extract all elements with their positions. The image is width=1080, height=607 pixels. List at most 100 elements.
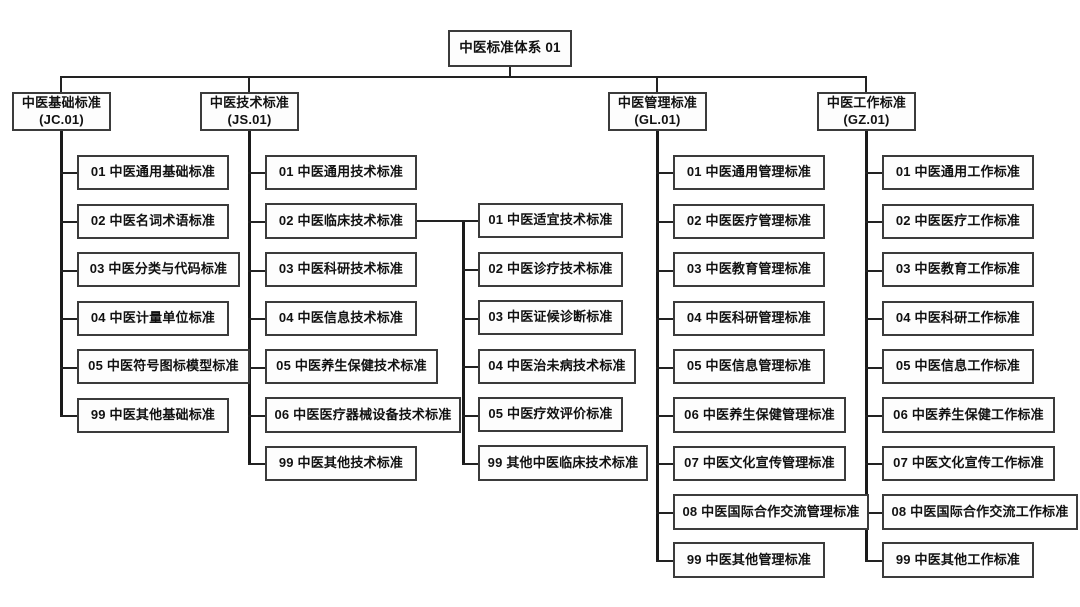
leaf-js-1-label: 01 中医通用技术标准 (278, 164, 404, 180)
leaf-gl-5[interactable]: 05 中医信息管理标准 (673, 349, 825, 384)
connector-js-5 (248, 367, 265, 369)
connector-gl-7 (656, 463, 673, 465)
branch-node-js[interactable]: 中医技术标准 (JS.01) (200, 92, 299, 131)
connector-gl-1 (656, 172, 673, 174)
leaf-gz-9[interactable]: 99 中医其他工作标准 (882, 542, 1034, 578)
connector-gz-2 (865, 221, 882, 223)
leaf-js-3[interactable]: 03 中医科研技术标准 (265, 252, 417, 287)
connector-gz-6 (865, 415, 882, 417)
leaf-jc-6-label: 99 中医其他基础标准 (90, 407, 216, 423)
leaf-gl-1-label: 01 中医通用管理标准 (686, 164, 812, 180)
leaf-sub-4[interactable]: 04 中医治未病技术标准 (478, 349, 636, 384)
leaf-jc-3[interactable]: 03 中医分类与代码标准 (77, 252, 240, 287)
leaf-gz-3[interactable]: 03 中医教育工作标准 (882, 252, 1034, 287)
leaf-js-5-label: 05 中医养生保健技术标准 (276, 358, 427, 374)
leaf-gl-8-label: 08 中医国际合作交流管理标准 (682, 503, 860, 519)
leaf-js-7[interactable]: 99 中医其他技术标准 (265, 446, 417, 481)
leaf-sub-2-label: 02 中医诊疗技术标准 (488, 261, 613, 277)
connector-gl-5 (656, 367, 673, 369)
connector-sub-5 (462, 415, 478, 417)
spine-gl (656, 131, 659, 560)
leaf-gl-3[interactable]: 03 中医教育管理标准 (673, 252, 825, 287)
leaf-gz-6[interactable]: 06 中医养生保健工作标准 (882, 397, 1055, 433)
branch-node-gz[interactable]: 中医工作标准 (GZ.01) (817, 92, 916, 131)
leaf-gl-9[interactable]: 99 中医其他管理标准 (673, 542, 825, 578)
leaf-js-6[interactable]: 06 中医医疗器械设备技术标准 (265, 397, 461, 433)
leaf-gz-8[interactable]: 08 中医国际合作交流工作标准 (882, 494, 1078, 530)
spine-gz (865, 131, 868, 560)
connector-js2-to-subspine (417, 220, 465, 222)
leaf-gl-7-label: 07 中医文化宣传管理标准 (684, 455, 835, 471)
leaf-sub-2[interactable]: 02 中医诊疗技术标准 (478, 252, 623, 287)
connector-sub-3 (462, 318, 478, 320)
spine-js (248, 131, 251, 463)
leaf-js-4[interactable]: 04 中医信息技术标准 (265, 301, 417, 336)
leaf-gl-6[interactable]: 06 中医养生保健管理标准 (673, 397, 846, 433)
leaf-js-4-label: 04 中医信息技术标准 (278, 310, 404, 326)
leaf-gz-1-label: 01 中医通用工作标准 (895, 164, 1021, 180)
leaf-jc-3-label: 03 中医分类与代码标准 (89, 261, 228, 277)
leaf-gz-5[interactable]: 05 中医信息工作标准 (882, 349, 1034, 384)
connector-root-stem (509, 67, 511, 76)
root-node-label: 中医标准体系 01 (459, 40, 561, 56)
connector-gl-6 (656, 415, 673, 417)
leaf-jc-1[interactable]: 01 中医通用基础标准 (77, 155, 229, 190)
leaf-js-2[interactable]: 02 中医临床技术标准 (265, 203, 417, 239)
leaf-gz-8-label: 08 中医国际合作交流工作标准 (891, 503, 1069, 519)
connector-gl-2 (656, 221, 673, 223)
leaf-gl-1[interactable]: 01 中医通用管理标准 (673, 155, 825, 190)
leaf-sub-1[interactable]: 01 中医适宜技术标准 (478, 203, 623, 238)
leaf-gl-4[interactable]: 04 中医科研管理标准 (673, 301, 825, 336)
leaf-gl-2[interactable]: 02 中医医疗管理标准 (673, 204, 825, 239)
connector-sub-6 (462, 463, 478, 465)
branch-node-jc-label: 中医基础标准 (21, 95, 102, 111)
leaf-jc-4[interactable]: 04 中医计量单位标准 (77, 301, 229, 336)
leaf-gz-5-label: 05 中医信息工作标准 (895, 358, 1021, 374)
leaf-gl-7[interactable]: 07 中医文化宣传管理标准 (673, 446, 846, 481)
leaf-sub-6[interactable]: 99 其他中医临床技术标准 (478, 445, 648, 481)
connector-js-2 (248, 221, 265, 223)
connector-jc-2 (60, 221, 77, 223)
connector-gz-7 (865, 463, 882, 465)
branch-node-gl[interactable]: 中医管理标准 (GL.01) (608, 92, 707, 131)
branch-node-gz-code: (GZ.01) (843, 111, 890, 127)
connector-js-7 (248, 463, 265, 465)
connector-gl-9 (656, 560, 673, 562)
leaf-jc-5[interactable]: 05 中医符号图标模型标准 (77, 349, 250, 384)
leaf-sub-3[interactable]: 03 中医证候诊断标准 (478, 300, 623, 335)
leaf-gl-5-label: 05 中医信息管理标准 (686, 358, 812, 374)
connector-jc-6 (60, 415, 77, 417)
connector-gz-8 (865, 512, 882, 514)
leaf-gz-3-label: 03 中医教育工作标准 (895, 261, 1021, 277)
leaf-jc-6[interactable]: 99 中医其他基础标准 (77, 398, 229, 433)
leaf-js-2-label: 02 中医临床技术标准 (278, 212, 404, 228)
branch-node-js-label: 中医技术标准 (209, 95, 290, 111)
leaf-js-1[interactable]: 01 中医通用技术标准 (265, 155, 417, 190)
leaf-gz-4[interactable]: 04 中医科研工作标准 (882, 301, 1034, 336)
leaf-gl-8[interactable]: 08 中医国际合作交流管理标准 (673, 494, 869, 530)
leaf-gz-7[interactable]: 07 中医文化宣传工作标准 (882, 446, 1055, 481)
spine-js-clinical (462, 220, 465, 463)
leaf-js-5[interactable]: 05 中医养生保健技术标准 (265, 349, 438, 384)
leaf-gz-2-label: 02 中医医疗工作标准 (895, 213, 1021, 229)
connector-gl-8 (656, 512, 673, 514)
root-node[interactable]: 中医标准体系 01 (448, 30, 572, 67)
spine-jc (60, 131, 63, 416)
connector-gz-1 (865, 172, 882, 174)
leaf-gz-1[interactable]: 01 中医通用工作标准 (882, 155, 1034, 190)
leaf-jc-2[interactable]: 02 中医名词术语标准 (77, 204, 229, 239)
branch-node-jc[interactable]: 中医基础标准 (JC.01) (12, 92, 111, 131)
leaf-sub-6-label: 99 其他中医临床技术标准 (487, 454, 639, 470)
leaf-gl-9-label: 99 中医其他管理标准 (686, 551, 812, 567)
connector-gz-3 (865, 270, 882, 272)
connector-bus-to-gz (865, 76, 867, 92)
connector-js-3 (248, 270, 265, 272)
connector-sub-1 (462, 220, 478, 222)
leaf-jc-2-label: 02 中医名词术语标准 (90, 213, 216, 229)
leaf-jc-4-label: 04 中医计量单位标准 (90, 310, 216, 326)
connector-jc-4 (60, 318, 77, 320)
leaf-sub-5[interactable]: 05 中医疗效评价标准 (478, 397, 623, 432)
connector-sub-4 (462, 366, 478, 368)
leaf-gz-2[interactable]: 02 中医医疗工作标准 (882, 204, 1034, 239)
branch-node-gz-label: 中医工作标准 (826, 95, 907, 111)
